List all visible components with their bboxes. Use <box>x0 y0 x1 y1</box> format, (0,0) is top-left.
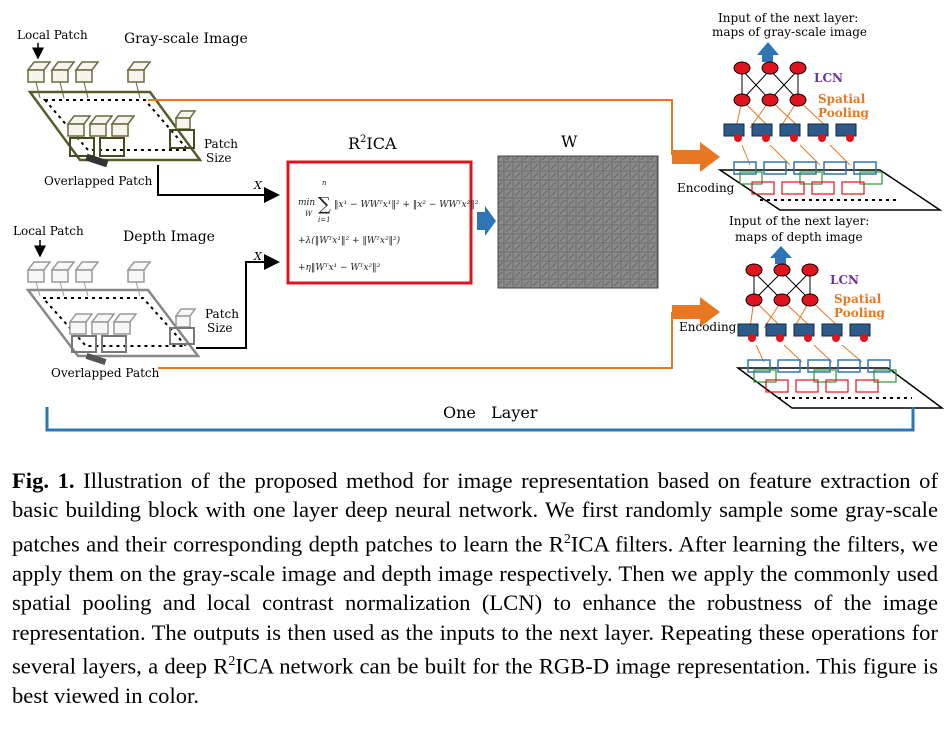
encoding-label-top: Encoding <box>677 181 735 195</box>
spatial-pooling-top-1: Spatial <box>818 92 866 106</box>
caption-sup-1: 2 <box>563 531 571 547</box>
up-arrow-top <box>757 42 779 62</box>
patch-size-label-bottom-1: Patch <box>205 307 239 321</box>
gray-scale-branch: Local Patch Gray-scale Image Patch Size … <box>17 28 280 203</box>
caption-sup-2: 2 <box>228 653 236 669</box>
svg-text:+η‖Wᵀx¹ − Wᵀx²‖²: +η‖Wᵀx¹ − Wᵀx²‖² <box>298 263 381 273</box>
r2ica-title: R2ICA <box>348 134 397 153</box>
patch-size-label-top-2: Size <box>206 151 231 165</box>
network-top: Input of the next layer: maps of gray-sc… <box>712 11 943 211</box>
next-layer-bottom-1: Input of the next layer: <box>729 214 869 228</box>
one-layer-label: One Layer <box>443 403 538 422</box>
encoding-arrow-bottom <box>672 297 720 327</box>
patch-size-label-bottom-2: Size <box>207 321 232 335</box>
overlapped-patch-label-top: Overlapped Patch <box>44 174 153 188</box>
svg-text:i=1: i=1 <box>318 216 331 224</box>
gray-scale-image-title: Gray-scale Image <box>124 31 248 47</box>
local-patch-label-bottom: Local Patch <box>13 224 84 238</box>
spatial-pooling-bottom-1: Spatial <box>834 292 882 306</box>
svg-text:n: n <box>322 179 327 187</box>
gray-local-patches <box>26 61 197 137</box>
blue-arrow <box>477 206 496 236</box>
w-label: W <box>561 132 578 151</box>
encoding-arrow-top <box>672 142 720 172</box>
next-layer-top-2: maps of gray-scale image <box>712 25 867 39</box>
svg-text:∑: ∑ <box>318 194 331 215</box>
up-arrow-bottom <box>770 246 792 264</box>
svg-text:+λ(‖Wᵀx¹‖² + ‖Wᵀx²‖²): +λ(‖Wᵀx¹‖² + ‖Wᵀx²‖²) <box>298 235 401 246</box>
gray-image-plane <box>27 90 203 162</box>
patch-size-label-top-1: Patch <box>204 137 238 151</box>
local-patch-label-top: Local Patch <box>17 28 88 42</box>
encoding-label-bottom: Encoding <box>679 320 737 334</box>
learned-filters-w: W <box>497 132 659 289</box>
caption-text-3: ICA network can be built for the RGB-D i… <box>12 653 938 708</box>
caption-text-1: Illustration of the proposed method for … <box>12 468 938 557</box>
one-layer-bracket: One Layer <box>45 403 915 432</box>
caption-text-2: ICA filters. After learning the filters,… <box>12 531 938 679</box>
svg-text:‖x¹ − WWᵀx¹‖² + ‖x² − WWᵀx²‖²: ‖x¹ − WWᵀx¹‖² + ‖x² − WWᵀx²‖² <box>334 200 479 210</box>
caption-label: Fig. 1. <box>12 468 75 493</box>
svg-text:min: min <box>298 198 315 208</box>
figure-caption: Fig. 1. Illustration of the proposed met… <box>12 466 938 710</box>
svg-text:W: W <box>305 210 313 218</box>
depth-branch: Local Patch Depth Image Patch Size Overl… <box>13 224 280 380</box>
depth-image-plane <box>25 288 201 358</box>
spatial-pooling-top-2: Pooling <box>818 106 870 120</box>
overlapped-patch-label-bottom: Overlapped Patch <box>51 366 160 380</box>
x1-label: X <box>253 179 263 192</box>
encoding-bypass-lines <box>148 99 673 369</box>
lcn-label-bottom: LCN <box>830 273 859 287</box>
method-diagram: Local Patch Gray-scale Image Patch Size … <box>13 11 945 432</box>
spatial-pooling-bottom-2: Pooling <box>834 306 886 320</box>
next-layer-bottom-2: maps of depth image <box>735 230 863 244</box>
r2ica-module: R2ICA min W ∑ n i=1 ‖x¹ − WWᵀx¹‖² + ‖x² … <box>286 134 496 285</box>
network-bottom: Input of the next layer: maps of depth i… <box>729 214 945 409</box>
depth-image-title: Depth Image <box>123 229 215 245</box>
lcn-label-top: LCN <box>814 71 843 85</box>
r2ica-objective-box <box>286 160 473 285</box>
next-layer-top-1: Input of the next layer: <box>718 11 858 25</box>
x2-label: X <box>253 250 263 263</box>
objective-formula: min W ∑ n i=1 ‖x¹ − WWᵀx¹‖² + ‖x² − WWᵀx… <box>298 179 479 273</box>
